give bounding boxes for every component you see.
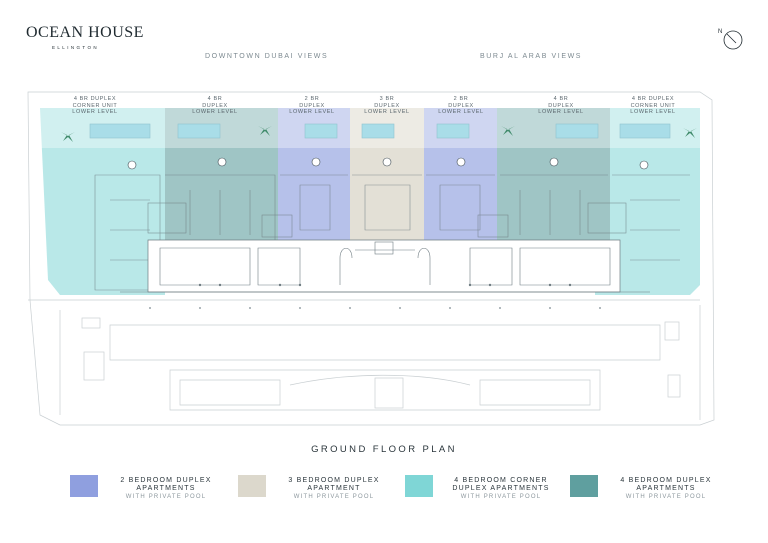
- palm-icons: [61, 126, 697, 142]
- legend-label: 4 BEDROOM CORNER DUPLEX APARTMENTS: [452, 477, 550, 492]
- zone-2br-left: [278, 108, 350, 240]
- legend-label: 2 BEDROOM DUPLEX APARTMENTS: [120, 477, 212, 492]
- legend-label: 3 BEDROOM DUPLEX APARTMENT: [288, 477, 380, 492]
- zone-2br-right: [424, 108, 497, 240]
- brand-subtitle: ELLINGTON: [52, 45, 100, 50]
- unit-label-3br: 3 BR DUPLEX LOWER LEVEL: [364, 96, 410, 115]
- legend-sub: WITH PRIVATE POOL: [460, 494, 542, 500]
- legend-swatch: [70, 475, 98, 497]
- compass-letter: N: [718, 29, 722, 35]
- unit-label-4br-right: 4 BR DUPLEX LOWER LEVEL: [538, 96, 584, 115]
- zone-4br-right: [497, 108, 610, 240]
- legend-sub: WITH PRIVATE POOL: [625, 494, 707, 500]
- apartment-zones: [40, 108, 700, 295]
- legend-label: 4 BEDROOM DUPLEX APARTMENTS: [620, 477, 712, 492]
- zone-4br-corner-right: [595, 108, 700, 295]
- zone-4br-corner-left: [40, 108, 165, 295]
- unit-label-2br-right: 2 BR DUPLEX LOWER LEVEL: [438, 96, 484, 115]
- unit-label-4br-corner-right: 4 BR DUPLEX CORNER UNIT LOWER LEVEL: [630, 96, 676, 115]
- view-label-right: BURJ AL ARAB VIEWS: [480, 53, 583, 60]
- compass-icon: N: [718, 29, 743, 50]
- zone-3br: [350, 108, 424, 240]
- legend-swatch: [405, 475, 433, 497]
- legend-sub: WITH PRIVATE POOL: [293, 494, 375, 500]
- brand-logo: OCEAN HOUSE ELLINGTON: [26, 24, 144, 50]
- legend-swatch: [238, 475, 266, 497]
- plan-title: GROUND FLOOR PLAN: [311, 444, 457, 455]
- legend-sub: WITH PRIVATE POOL: [125, 494, 207, 500]
- legend-swatch: [570, 475, 598, 497]
- unit-label-2br-left: 2 BR DUPLEX LOWER LEVEL: [289, 96, 335, 115]
- brand-name: OCEAN HOUSE: [26, 24, 144, 41]
- view-label-left: DOWNTOWN DUBAI VIEWS: [205, 53, 329, 60]
- unit-label-4br-corner-left: 4 BR DUPLEX CORNER UNIT LOWER LEVEL: [72, 96, 118, 115]
- unit-label-4br-left: 4 BR DUPLEX LOWER LEVEL: [192, 96, 238, 115]
